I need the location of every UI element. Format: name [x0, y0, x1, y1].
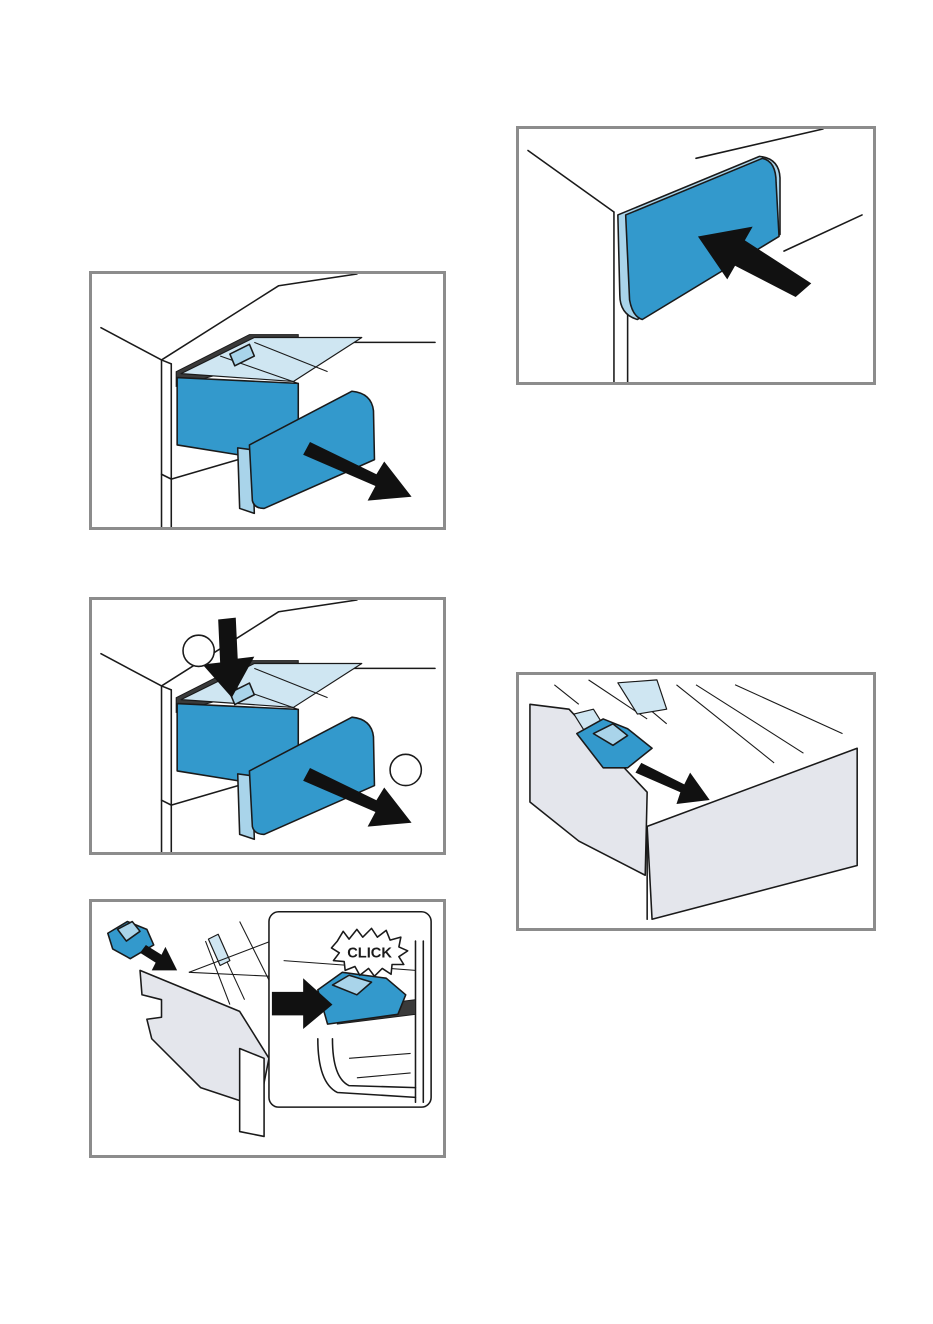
figure-remove-insert — [516, 672, 876, 931]
step-number-circle-icon — [183, 635, 214, 666]
figure-insert-clicks-into-place: CLICK — [89, 899, 446, 1158]
push-arrow-icon — [140, 945, 177, 970]
drawer-release-illustration — [92, 600, 443, 852]
insert-remove-illustration — [519, 675, 873, 928]
figure-pull-out-drawer — [89, 271, 446, 530]
step-number-circle-icon — [390, 754, 421, 785]
drawer-pull-illustration — [92, 274, 443, 527]
insert-attach-illustration: CLICK — [92, 902, 443, 1155]
click-label: CLICK — [347, 946, 392, 962]
drawer-push-illustration — [519, 129, 873, 382]
figure-push-in-drawer — [516, 126, 876, 385]
figure-release-and-remove-drawer — [89, 597, 446, 855]
